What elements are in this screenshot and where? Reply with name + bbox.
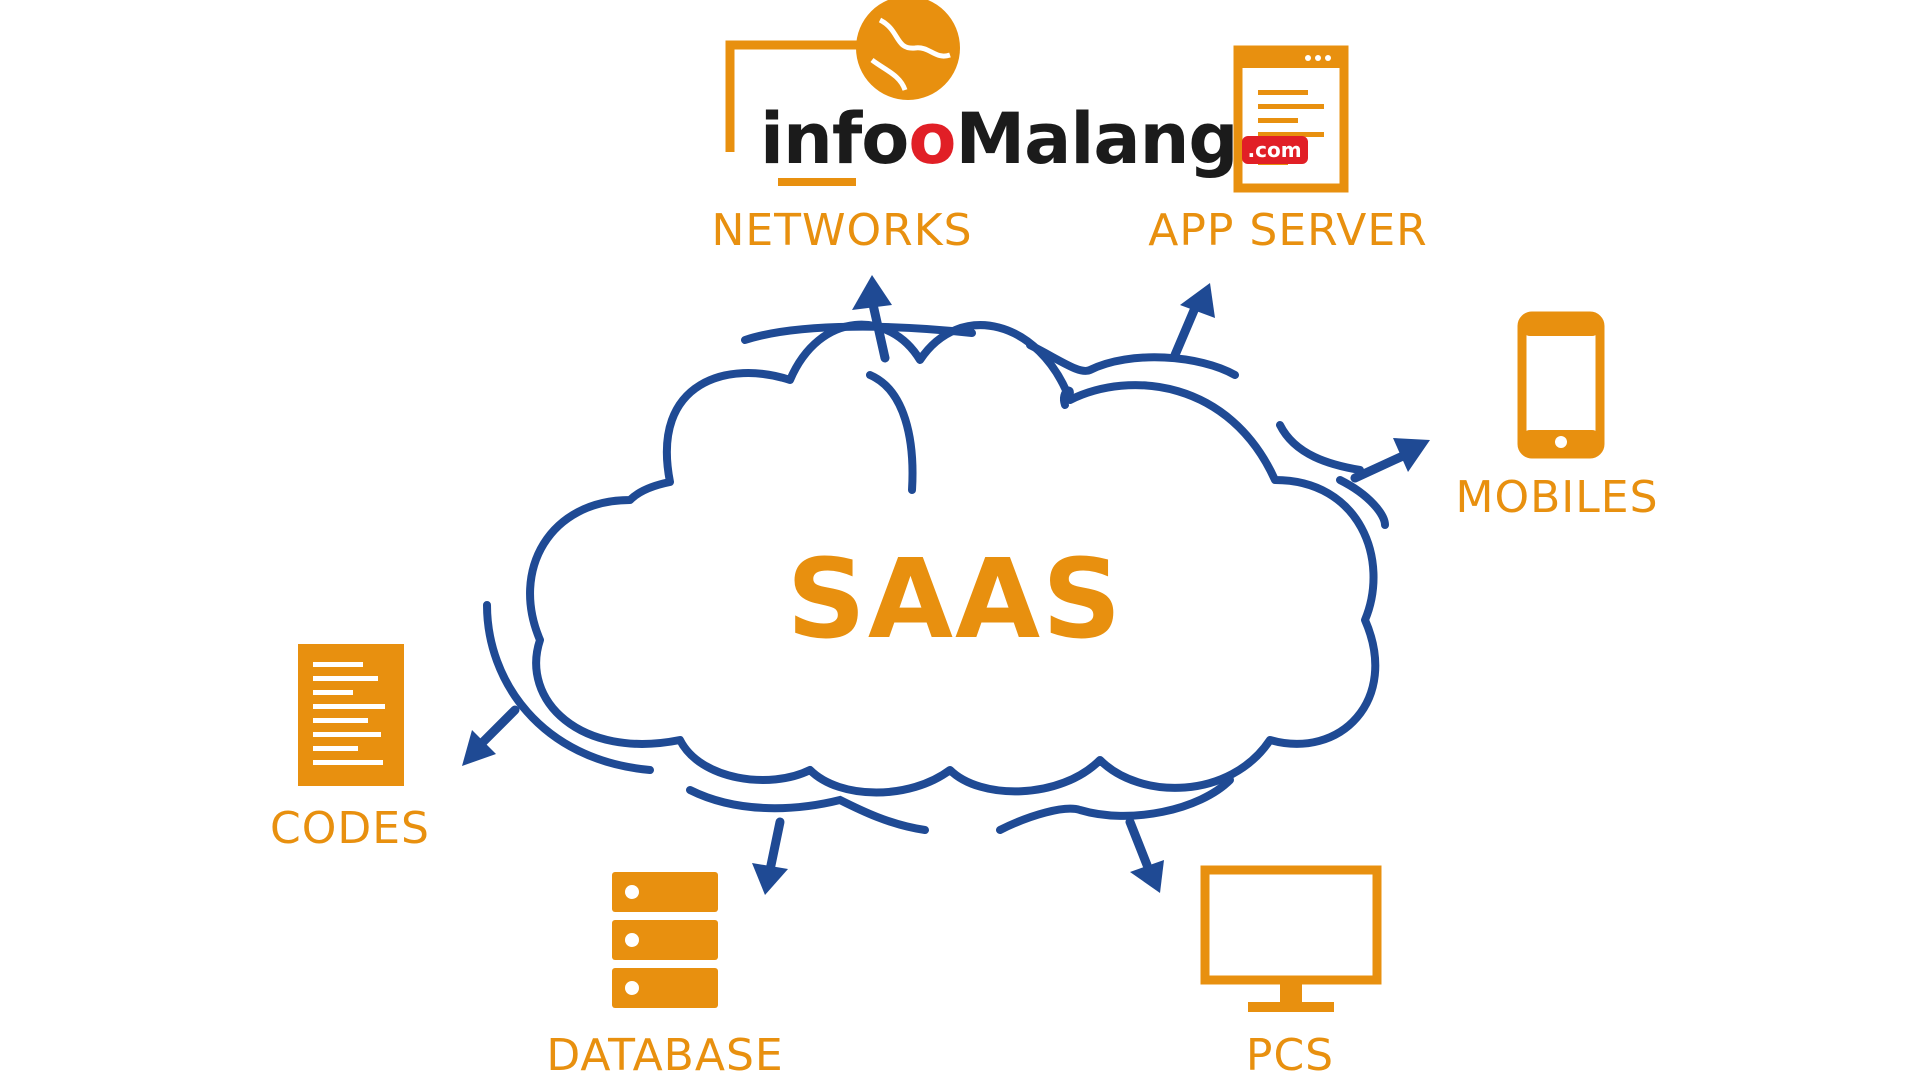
watermark-suffix: .com [1241,136,1308,164]
node-label-networks: NETWORKS [711,205,973,256]
arrow-to-database [752,817,788,895]
ring-top-right [1026,341,1239,379]
ring-left [483,601,654,774]
node-label-mobiles: MOBILES [1455,472,1659,523]
node-label-database: DATABASE [546,1030,784,1081]
node-label-pcs: PCS [1245,1030,1335,1081]
watermark-brand-o: o [908,98,956,180]
ring-top-left [741,322,976,344]
ring-bottom-left [686,786,929,834]
globe-monitor-icon [725,0,960,186]
server-stack-icon [612,872,718,1008]
node-label-app-server: APP SERVER [1148,205,1428,256]
node-label-codes: CODES [270,803,430,854]
arrow-to-mobiles [1350,438,1430,483]
cloud-inner-curve-right [1059,386,1074,409]
code-document-icon [298,644,404,786]
watermark-logo: infooMalang.com [760,98,1308,180]
arrow-to-app-server [1170,283,1215,360]
desktop-monitor-icon [1200,865,1382,1012]
ring-bottom-right [996,776,1234,834]
watermark-brand-a: Malang [955,98,1238,180]
watermark-brand: info [760,98,909,180]
cloud-shape [526,320,1380,797]
arrow-to-codes [462,705,520,766]
arrow-to-pcs [1125,817,1164,893]
smartphone-icon [1517,311,1605,459]
center-label: SAAS [786,535,1124,663]
arrow-to-networks [852,275,892,363]
cloud-inner-curve-left [866,371,917,494]
ring-right [1276,421,1389,529]
